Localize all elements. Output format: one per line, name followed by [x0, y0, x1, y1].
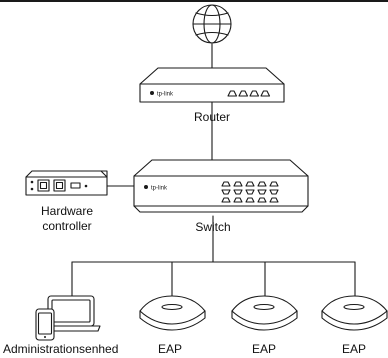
connection-lines: [71, 43, 356, 297]
hardware-controller-label-line1: Hardware: [40, 204, 94, 218]
smartphone-icon: [35, 308, 55, 341]
internet-globe-icon: [192, 4, 232, 44]
admin-device-label: Administrationsenhed: [3, 342, 119, 356]
eap-2-icon: [231, 295, 298, 331]
eap-1-icon: [139, 295, 206, 331]
eap-3-icon: [321, 295, 388, 331]
switch-label: Switch: [195, 220, 231, 234]
hardware-controller-icon: [25, 170, 108, 196]
eap-3-label: EAP: [341, 342, 366, 356]
switch-brand-logo: tp-link: [151, 186, 168, 192]
switch-icon: [133, 159, 309, 213]
eap-1-label: EAP: [157, 342, 182, 356]
hardware-controller-label-line2: controller: [42, 219, 92, 233]
router-icon: [139, 67, 285, 103]
router-label: Router: [193, 110, 231, 124]
router-brand-logo: tp-link: [157, 92, 174, 98]
top-rule: [0, 0, 388, 2]
eap-2-label: EAP: [251, 342, 276, 356]
